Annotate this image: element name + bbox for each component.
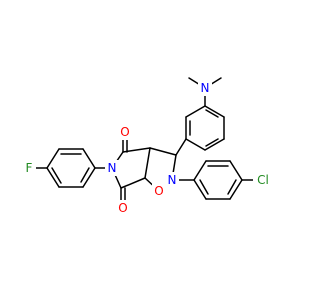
atom-bg: [116, 200, 130, 216]
bond-c6a-c3a: [144, 147, 151, 179]
bond-c3-c3a: [149, 147, 177, 156]
chemical-structure: N N N O O O F Cl: [22, 77, 273, 216]
atom-label-n-imide: N: [108, 161, 117, 175]
bond-chloro-ring: [229, 179, 243, 200]
atom-bg: [22, 160, 36, 176]
atom-label-o-ring: O: [154, 184, 163, 198]
atom-label-o-carbonyl-top: O: [120, 125, 129, 139]
bond-top-ring-double: [205, 109, 219, 118]
atom-bg: [118, 124, 132, 140]
bond-top-ring-double: [205, 138, 219, 147]
atom-labels: N N N O O O F Cl: [22, 80, 273, 216]
atom-label-n-isoxazolidine: N: [168, 173, 177, 187]
atom-bg: [165, 172, 179, 188]
bond-fluoro-ring: [46, 167, 60, 188]
bond-fluoro-ring: [46, 148, 60, 169]
atom-label-chlorine: Cl: [257, 173, 269, 187]
bond-fluoro-ring-double: [51, 167, 62, 184]
bond-top-ring: [204, 138, 225, 151]
atom-bg: [152, 183, 166, 199]
atom-bg: [105, 160, 119, 176]
bond-chloro-ring-double: [199, 179, 209, 195]
bond-top-ring: [185, 105, 206, 118]
bond-aryl-c3: [175, 138, 187, 156]
bond-fluoro-ring-double: [80, 167, 90, 183]
bond-top-ring: [185, 138, 206, 151]
bond-chloro-ring: [229, 160, 243, 181]
bond-c6-c6a: [120, 177, 146, 189]
atom-label-o-carbonyl-bottom: O: [118, 201, 127, 215]
bond-chloro-ring: [193, 160, 207, 181]
bond-fluoro-ring: [82, 148, 96, 169]
bond-chloro-ring-double: [227, 179, 237, 195]
atom-bg: [198, 80, 212, 96]
bond-top-ring: [204, 105, 225, 118]
atom-bg: [253, 172, 273, 188]
bond-lines: [32, 77, 257, 209]
atom-label-fluorine: F: [26, 161, 33, 175]
atom-label-n-dimethylamino: N: [201, 81, 210, 95]
bond-chloro-ring: [193, 179, 207, 200]
bond-fluoro-ring: [82, 167, 96, 188]
